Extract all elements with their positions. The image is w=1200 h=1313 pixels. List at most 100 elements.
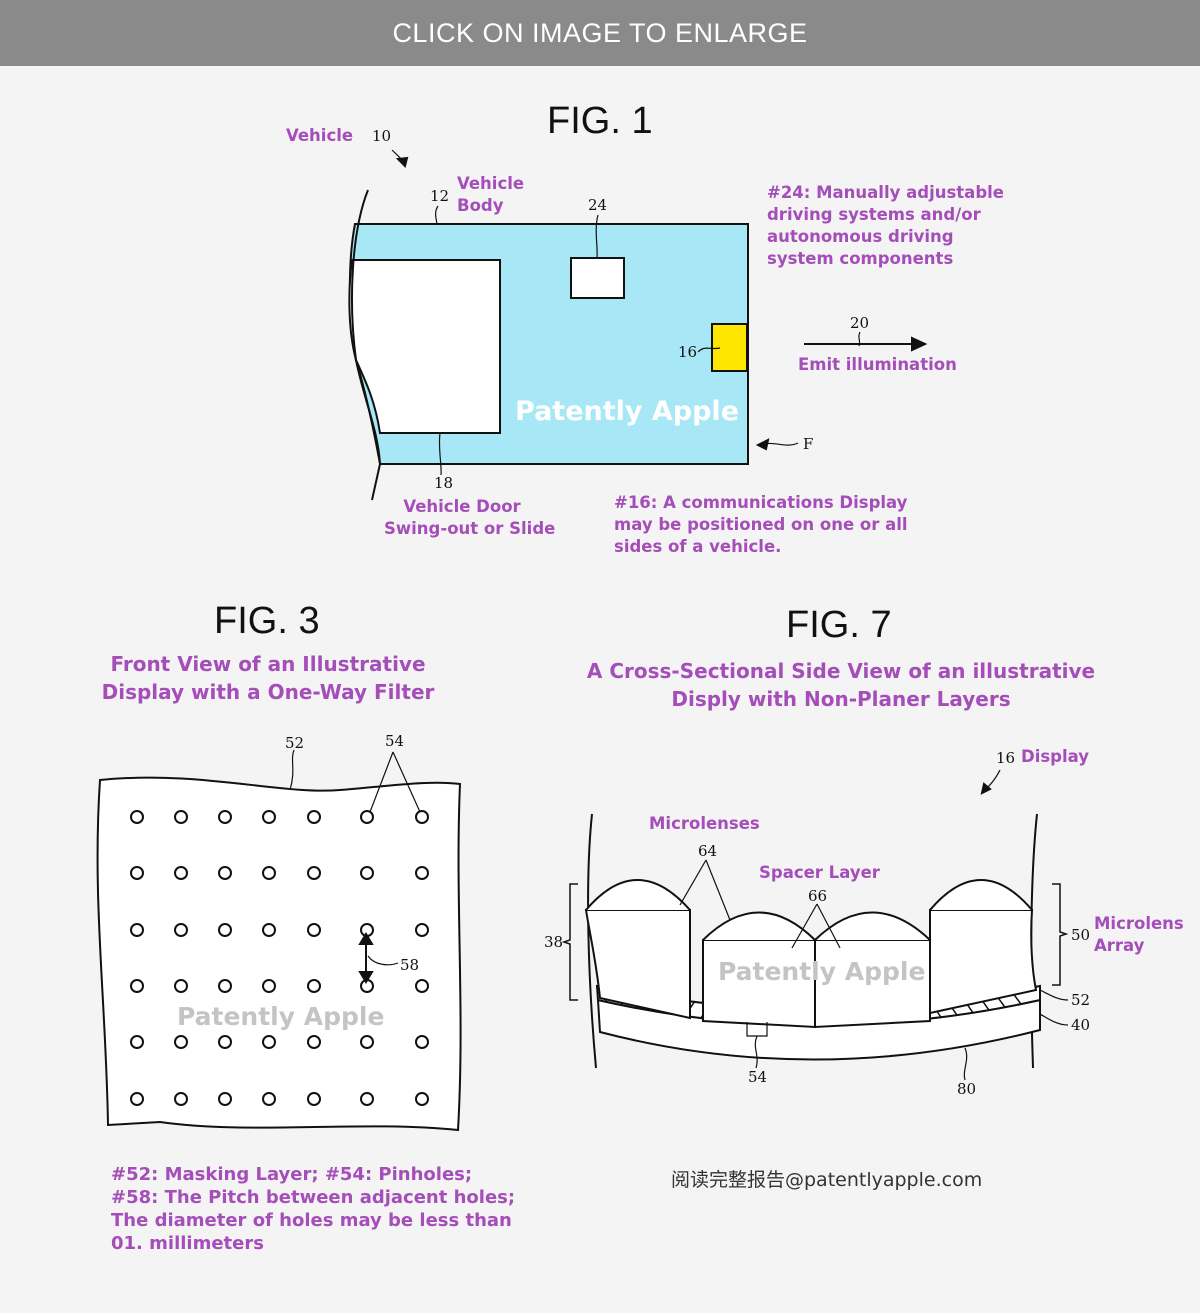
pinhole <box>415 866 429 880</box>
masking-layer-52 <box>96 776 462 1132</box>
spacer-1 <box>584 909 691 1020</box>
pinhole <box>174 923 188 937</box>
pinhole <box>174 1035 188 1049</box>
pinhole <box>174 810 188 824</box>
num-66: 66 <box>808 887 827 905</box>
fig3-num-54: 54 <box>385 732 404 750</box>
pinhole <box>415 1035 429 1049</box>
door-label-line: Swing-out or Slide <box>384 519 556 538</box>
pinhole <box>218 923 232 937</box>
pinhole <box>262 923 276 937</box>
body-label-line: Vehicle <box>457 174 525 193</box>
microlens <box>585 879 691 911</box>
pinhole <box>307 979 321 993</box>
display-label: Display <box>1021 747 1090 766</box>
num-12: 12 <box>430 187 449 205</box>
array-label-line: Array <box>1094 936 1145 955</box>
vehicle-label: Vehicle <box>286 126 354 145</box>
pinhole <box>360 1092 374 1106</box>
note-line: driving systems and/or <box>767 205 981 224</box>
fig1-drawing <box>348 149 928 501</box>
note-24: #24: Manually adjustable driving systems… <box>767 182 1004 270</box>
watermark: Patently Apple <box>515 396 740 427</box>
note-16: #16: A communications Display may be pos… <box>614 492 908 558</box>
note-line: may be positioned on one or all <box>614 515 908 534</box>
pinhole <box>130 810 144 824</box>
pinhole <box>415 923 429 937</box>
display-num: 16 <box>996 749 1015 767</box>
pinhole <box>174 1092 188 1106</box>
note-line: autonomous driving <box>767 227 954 246</box>
fig7-num-54: 54 <box>748 1068 767 1086</box>
subtitle-line: Disply with Non-Planer Layers <box>671 687 1011 711</box>
body-label: Vehicle Body <box>457 173 524 217</box>
fig3-subtitle: Front View of an Illustrative Display wi… <box>68 650 468 706</box>
num-24: 24 <box>588 196 607 214</box>
pinhole <box>307 1035 321 1049</box>
pinhole <box>130 1092 144 1106</box>
num-18: 18 <box>434 474 453 492</box>
display-16 <box>711 323 748 372</box>
num-F: F <box>803 435 813 453</box>
fig3-title: FIG. 3 <box>214 600 320 642</box>
pinhole <box>218 866 232 880</box>
pinhole <box>360 1035 374 1049</box>
fig7-subtitle: A Cross-Sectional Side View of an illust… <box>576 657 1106 713</box>
num-64: 64 <box>698 842 717 860</box>
pinhole <box>307 866 321 880</box>
enlarge-banner[interactable]: CLICK ON IMAGE TO ENLARGE <box>0 0 1200 66</box>
pinhole <box>307 810 321 824</box>
microlens <box>814 911 931 941</box>
pinhole <box>262 866 276 880</box>
pinhole-grid <box>130 810 429 1106</box>
spacer-4 <box>929 909 1038 1015</box>
pinhole <box>360 866 374 880</box>
fig3-num-58: 58 <box>400 956 419 974</box>
fig7-title: FIG. 7 <box>786 604 892 646</box>
spacer-label: Spacer Layer <box>759 863 880 882</box>
pinhole <box>307 923 321 937</box>
pinhole <box>262 1035 276 1049</box>
pinhole <box>218 1035 232 1049</box>
subtitle-line: Front View of an Illustrative <box>110 652 426 676</box>
pinhole <box>262 979 276 993</box>
pinhole <box>174 866 188 880</box>
pinhole <box>130 923 144 937</box>
subtitle-line: Display with a One-Way Filter <box>101 680 435 704</box>
component-24 <box>570 257 625 299</box>
pinhole <box>130 979 144 993</box>
num-80: 80 <box>957 1080 976 1098</box>
footer-link[interactable]: 阅读完整报告@patentlyapple.com <box>671 1169 983 1191</box>
watermark: Patently Apple <box>718 957 926 986</box>
fig3-notes: #52: Masking Layer; #54: Pinholes; #58: … <box>111 1163 515 1255</box>
note-line: The diameter of holes may be less than <box>111 1210 512 1231</box>
emit-label: Emit illumination <box>798 355 957 374</box>
pinhole <box>415 810 429 824</box>
note-line: #16: A communications Display <box>614 493 908 512</box>
note-line: 01. millimeters <box>111 1233 264 1254</box>
microlenses-label: Microlenses <box>649 814 760 833</box>
pinhole <box>262 810 276 824</box>
pinhole <box>218 979 232 993</box>
num-50: 50 <box>1071 926 1090 944</box>
pinhole <box>307 1092 321 1106</box>
fig3-drawing <box>96 749 462 1132</box>
fig1-title: FIG. 1 <box>547 100 653 142</box>
num-16: 16 <box>678 343 697 361</box>
note-line: #52: Masking Layer; #54: Pinholes; <box>111 1164 473 1185</box>
pinhole <box>130 1035 144 1049</box>
pinhole <box>415 1092 429 1106</box>
note-line: #58: The Pitch between adjacent holes; <box>111 1187 516 1208</box>
pinhole <box>174 979 188 993</box>
num-38: 38 <box>544 933 563 951</box>
num-40: 40 <box>1071 1016 1090 1034</box>
door-label: Vehicle Door Swing-out or Slide <box>384 496 556 540</box>
pinhole <box>130 866 144 880</box>
microlens <box>929 879 1033 911</box>
fig7-drawing <box>561 769 1069 1081</box>
note-line: system components <box>767 249 954 268</box>
array-label-line: Microlens <box>1094 914 1184 933</box>
note-line: sides of a vehicle. <box>614 537 782 556</box>
fig7-num-52: 52 <box>1071 991 1090 1009</box>
